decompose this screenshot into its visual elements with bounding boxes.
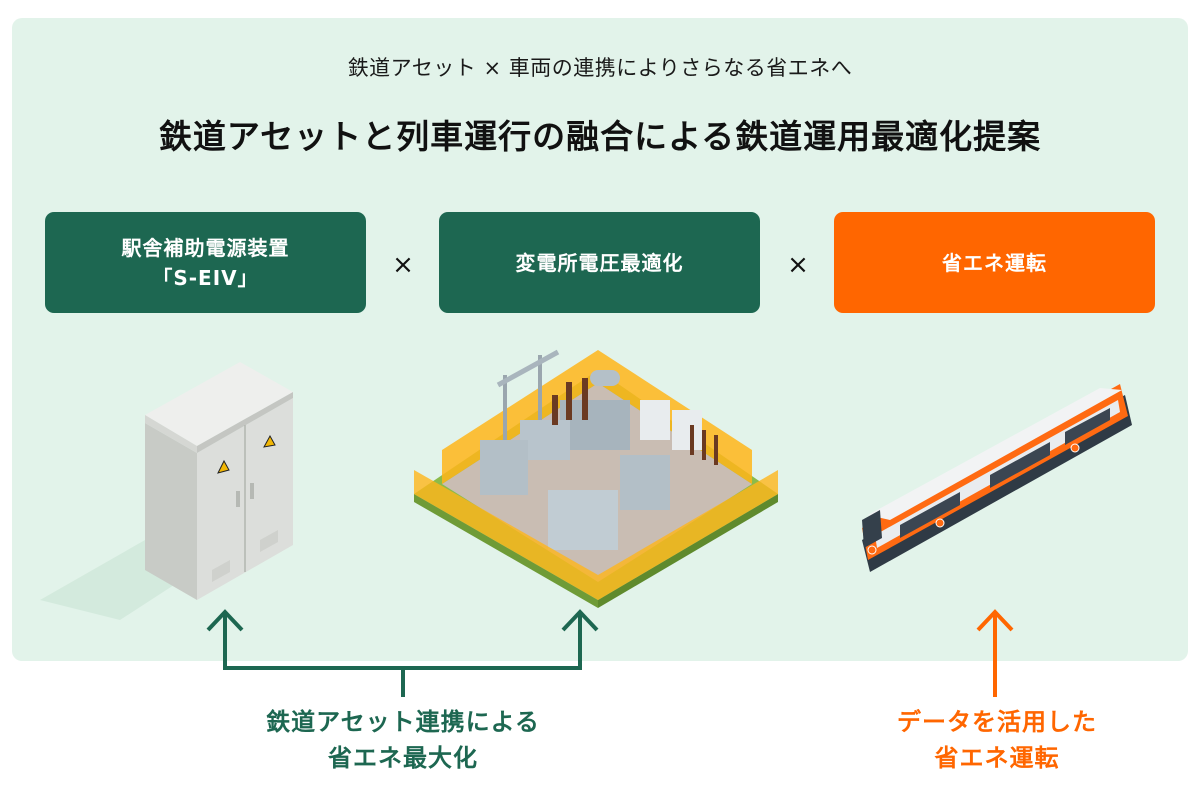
component-box-substation-voltage[interactable]: 変電所電圧最適化 bbox=[439, 212, 760, 313]
arrow-up-icon bbox=[976, 609, 1014, 632]
subtitle: 鉄道アセット × 車両の連携によりさらなる省エネへ bbox=[347, 56, 853, 80]
label-data-driven-eco-driving: データを活用した 省エネ運転 bbox=[897, 708, 1097, 772]
electrical-cabinet-icon bbox=[40, 362, 293, 620]
arrow-up-icon-left bbox=[206, 609, 244, 632]
times-separator-1: × bbox=[392, 250, 414, 280]
page-title: 鉄道アセットと列車運行の融合による鉄道運用最適化提案 bbox=[158, 117, 1042, 156]
train-icon bbox=[862, 384, 1132, 572]
substation-icon bbox=[414, 349, 778, 608]
component-box-s-eiv[interactable]: 駅舎補助電源装置 「S-EIV」 bbox=[45, 212, 366, 313]
arrow-up-icon-right bbox=[561, 609, 599, 632]
bracket-line bbox=[223, 612, 582, 670]
times-separator-2: × bbox=[787, 250, 809, 280]
label-asset-link-energy-saving: 鉄道アセット連携による 省エネ最大化 bbox=[266, 708, 540, 772]
data-driving-arrow bbox=[976, 609, 1014, 697]
component-box-eco-driving[interactable]: 省エネ運転 bbox=[834, 212, 1155, 313]
asset-link-arrows bbox=[206, 609, 599, 697]
